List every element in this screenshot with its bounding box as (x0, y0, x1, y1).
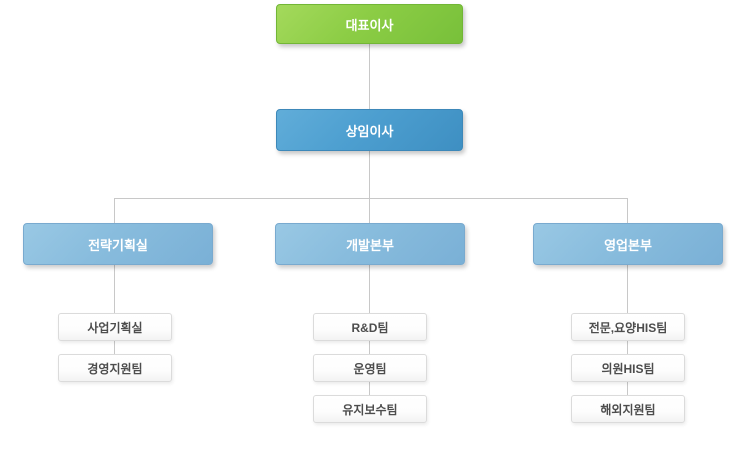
org-node-sales-division: 영업본부 (533, 223, 723, 265)
connector-leaf1-leaf2-col2 (369, 341, 370, 354)
org-node-pro-nursing-his-team: 전문,요양HIS팀 (571, 313, 685, 341)
connector-branch1-leaf1 (114, 265, 115, 313)
connector-branch3-leaf1 (627, 265, 628, 313)
connector-director-bus (369, 151, 370, 198)
connector-bus-branch-1 (114, 198, 115, 223)
connector-leaf1-leaf2-col1 (114, 341, 115, 354)
org-node-rnd-team: R&D팀 (313, 313, 427, 341)
connector-leaf1-leaf2-col3 (627, 341, 628, 354)
connector-leaf2-leaf3-col2 (369, 382, 370, 395)
org-node-business-planning-office: 사업기획실 (58, 313, 172, 341)
connector-bus (114, 198, 628, 199)
org-node-development-division: 개발본부 (275, 223, 465, 265)
org-node-overseas-support-team: 해외지원팀 (571, 395, 685, 423)
org-node-ceo: 대표이사 (276, 4, 463, 44)
org-node-strategy-planning-office: 전략기획실 (23, 223, 213, 265)
org-node-executive-director: 상임이사 (276, 109, 463, 151)
connector-branch2-leaf1 (369, 265, 370, 313)
connector-ceo-director (369, 44, 370, 109)
org-node-management-support-team: 경영지원팀 (58, 354, 172, 382)
org-node-clinic-his-team: 의원HIS팀 (571, 354, 685, 382)
org-node-operations-team: 운영팀 (313, 354, 427, 382)
connector-leaf2-leaf3-col3 (627, 382, 628, 395)
org-node-maintenance-team: 유지보수팀 (313, 395, 427, 423)
connector-bus-branch-3 (627, 198, 628, 223)
connector-bus-branch-2 (369, 198, 370, 223)
